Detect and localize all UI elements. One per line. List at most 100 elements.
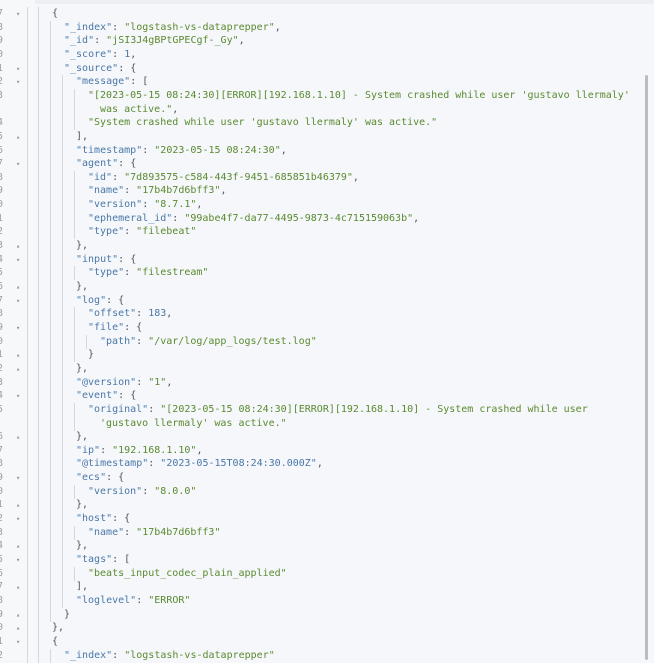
code-line[interactable]: 1▾"_source": {	[0, 61, 640, 76]
code-line[interactable]: 0"version": "8.7.1",	[0, 198, 640, 213]
code-line[interactable]: 3"[2023-05-15 08:24:30][ERROR][192.168.1…	[0, 88, 640, 103]
json-punctuation: ,	[413, 212, 420, 224]
code-line[interactable]: was active.",	[0, 102, 640, 117]
fold-collapse-icon[interactable]: ▾	[16, 637, 21, 646]
indent-guide	[27, 7, 28, 21]
fold-expand-icon[interactable]: ▴	[16, 132, 21, 141]
code-line[interactable]: 5▾"tags": [	[0, 553, 640, 567]
fold-expand-icon[interactable]: ▴	[16, 351, 21, 360]
code-line[interactable]: 7▾"log": {	[0, 293, 640, 308]
fold-expand-icon[interactable]: ▴	[16, 610, 21, 619]
indent-guide	[38, 252, 39, 267]
code-line[interactable]: 7▾"agent": {	[0, 157, 640, 172]
code-line[interactable]: 8"_index": "logstash-vs-dataprepper",	[0, 20, 640, 35]
fold-expand-icon[interactable]: ▴	[16, 242, 21, 251]
code-line[interactable]: 7▾{	[0, 7, 640, 21]
line-number: 9	[0, 35, 4, 47]
code-text: "log": {	[76, 294, 124, 308]
code-line[interactable]: 9"name": "17b4b7d6bff3",	[0, 184, 640, 199]
fold-collapse-icon[interactable]: ▾	[16, 323, 21, 332]
code-line[interactable]: 9▾"file": {	[0, 320, 640, 335]
fold-collapse-icon[interactable]: ▾	[16, 515, 21, 524]
code-line[interactable]: 6"beats_input_codec_plain_applied"	[0, 566, 640, 581]
code-line[interactable]: 4▾"event": {	[0, 389, 640, 404]
code-text: ],	[76, 130, 88, 144]
code-line[interactable]: 6▴},	[0, 280, 640, 294]
code-line[interactable]: 0"_score": 1,	[0, 47, 640, 62]
fold-expand-icon[interactable]: ▴	[16, 624, 21, 633]
fold-collapse-icon[interactable]: ▾	[16, 10, 21, 18]
code-line[interactable]: 5"original": "[2023-05-15 08:24:30][ERRO…	[0, 402, 640, 417]
indent-guide	[27, 621, 28, 636]
fold-collapse-icon[interactable]: ▾	[16, 255, 21, 264]
fold-collapse-icon[interactable]: ▾	[16, 160, 21, 169]
line-number: 3	[0, 89, 4, 101]
json-key: "ecs"	[76, 472, 107, 484]
code-line[interactable]: 2"_index": "logstash-vs-dataprepper"	[0, 648, 640, 663]
code-text: "beats_input_codec_plain_applied"	[88, 567, 287, 581]
indent-guide	[50, 512, 51, 527]
code-line[interactable]: 1▾{	[0, 634, 640, 649]
fold-expand-icon[interactable]: ▴	[16, 433, 21, 442]
fold-collapse-icon[interactable]: ▾	[16, 392, 21, 401]
code-line[interactable]: 9▴}	[0, 607, 640, 622]
json-key: "host"	[76, 513, 113, 525]
fold-expand-icon[interactable]: ▴	[16, 542, 21, 551]
code-line[interactable]: 7"ip": "192.168.1.10",	[0, 443, 640, 458]
code-line[interactable]: 7▴],	[0, 580, 640, 595]
code-line[interactable]: 8"@timestamp": "2023-05-15T08:24:30.000Z…	[0, 457, 640, 472]
fold-collapse-icon[interactable]: ▾	[16, 556, 21, 564]
code-line[interactable]: 1▴}	[0, 348, 640, 363]
indent-guide	[38, 334, 39, 349]
code-line[interactable]: 9"_id": "jSI3J4gBPtGPECgf-_Gy",	[0, 34, 640, 49]
code-line[interactable]: 8"id": "7d893575-c584-443f-9451-685851b4…	[0, 170, 640, 185]
json-key: "_id"	[64, 35, 95, 47]
json-string: "192.168.1.10"	[112, 444, 197, 456]
code-line[interactable]: 'gustavo llermaly' was active."	[0, 416, 640, 431]
indent-guide	[38, 34, 39, 49]
code-text: "version": "8.0.0"	[88, 485, 196, 499]
code-line[interactable]: 1"ephemeral_id": "99abe4f7-da77-4495-987…	[0, 211, 640, 226]
json-punctuation: },	[76, 281, 89, 292]
code-line[interactable]: 2▾"host": {	[0, 512, 640, 527]
code-line[interactable]: 5▴],	[0, 129, 640, 144]
json-value: 1	[124, 48, 131, 60]
indent-guide	[62, 593, 63, 608]
indent-guide	[50, 198, 51, 213]
indent-guide	[27, 143, 28, 158]
code-line[interactable]: 6"timestamp": "2023-05-15 08:24:30",	[0, 143, 640, 158]
code-line[interactable]: 0"path": "/var/log/app_logs/test.log"	[0, 334, 640, 349]
fold-collapse-icon[interactable]: ▾	[16, 474, 21, 483]
code-line[interactable]: 0▴},	[0, 621, 640, 636]
code-line[interactable]: 2▴},	[0, 361, 640, 376]
code-line[interactable]: 5"type": "filestream"	[0, 266, 640, 281]
code-line[interactable]: 4▾"input": {	[0, 252, 640, 267]
code-line[interactable]: 8"loglevel": "ERROR"	[0, 593, 640, 608]
code-line[interactable]: 3"@version": "1",	[0, 375, 640, 390]
code-line[interactable]: 2▾"message": [	[0, 75, 640, 90]
code-line[interactable]: 9▾"ecs": {	[0, 471, 640, 486]
code-line[interactable]: 2"type": "filebeat"	[0, 225, 640, 240]
code-line[interactable]: 6▴},	[0, 430, 640, 445]
code-text: "tags": [	[76, 553, 130, 567]
code-line[interactable]: 0"version": "8.0.0"	[0, 484, 640, 499]
fold-collapse-icon[interactable]: ▾	[16, 296, 21, 305]
fold-expand-icon[interactable]: ▴	[16, 364, 21, 373]
fold-collapse-icon[interactable]: ▾	[16, 78, 21, 87]
fold-expand-icon[interactable]: ▴	[16, 283, 21, 291]
code-line[interactable]: 8"offset": 183,	[0, 307, 640, 322]
vertical-scrollbar[interactable]	[645, 75, 648, 660]
fold-expand-icon[interactable]: ▴	[16, 583, 21, 592]
code-text: "original": "[2023-05-15 08:24:30][ERROR…	[88, 403, 588, 417]
fold-collapse-icon[interactable]: ▾	[16, 64, 21, 73]
indent-guide	[27, 484, 28, 499]
line-number: 1	[0, 212, 4, 224]
json-string: "beats_input_codec_plain_applied"	[88, 567, 287, 579]
code-line[interactable]: 3"name": "17b4b7d6bff3"	[0, 525, 640, 540]
code-line[interactable]: 4▴},	[0, 539, 640, 554]
fold-expand-icon[interactable]: ▴	[16, 501, 21, 510]
code-line[interactable]: 1▴},	[0, 498, 640, 513]
line-number: 9	[0, 185, 4, 197]
code-line[interactable]: 4"System crashed while user 'gustavo lle…	[0, 116, 640, 131]
code-line[interactable]: 3▴},	[0, 239, 640, 254]
